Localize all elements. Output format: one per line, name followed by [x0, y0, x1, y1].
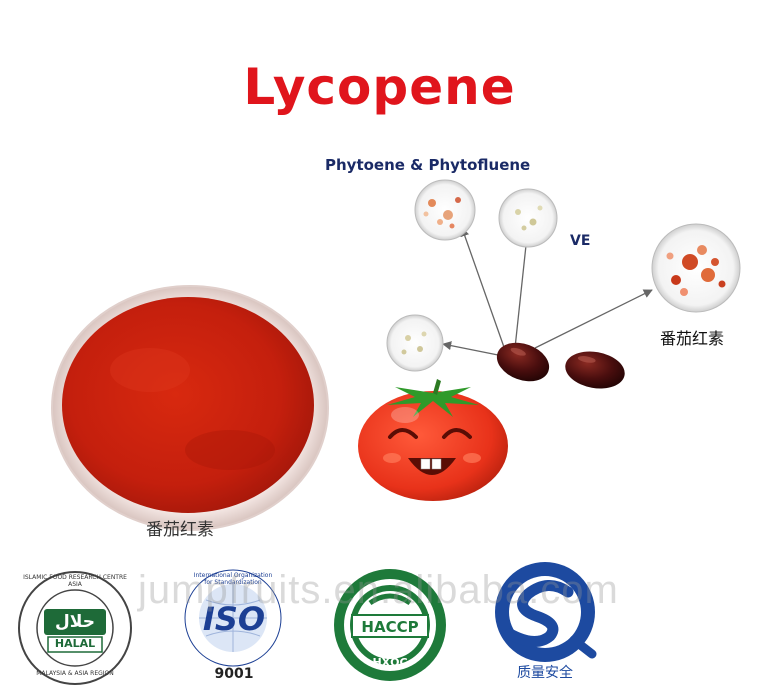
- molecule-circle-phytofluene: [498, 188, 558, 248]
- halal-ring-text: ISLAMIC FOOD RESEARCH CENTRE ASIA: [23, 574, 127, 588]
- halal-bottom-text: MALAYSIA & ASIA REGION: [36, 670, 114, 677]
- qs-label: 质量安全: [517, 665, 573, 681]
- haccp-label: HACCP: [361, 618, 419, 636]
- molecule-circle-ve: [386, 314, 444, 372]
- tomato-character: [358, 379, 508, 501]
- ve-label: VE: [570, 233, 591, 249]
- halal-arabic-text: حلال: [55, 612, 95, 632]
- iso-label: ISO: [202, 600, 266, 638]
- powder-dish: [51, 285, 329, 531]
- molecule-circle-phytoene: [414, 179, 476, 241]
- watermark: jumpfruits.en.alibaba.com: [138, 568, 619, 612]
- halal-logo: [18, 571, 132, 685]
- iso-ring-text: International Organization for Standardi…: [193, 572, 273, 586]
- halal-label: HALAL: [54, 637, 96, 650]
- arrows: [442, 227, 653, 356]
- haccp-bottom: HXQC: [372, 656, 408, 669]
- chinese-label-dish: 番茄红素: [146, 520, 214, 540]
- page-title: Lycopene: [243, 58, 516, 116]
- chinese-label-right: 番茄红素: [660, 329, 725, 348]
- qs-logo: [495, 562, 597, 662]
- subtitle: Phytoene & Phytofluene: [325, 156, 531, 174]
- molecule-circle-lycopene: [651, 223, 741, 313]
- iso-logo: [184, 569, 282, 667]
- capsules: [496, 342, 625, 389]
- iso-number: 9001: [214, 666, 254, 682]
- haccp-logo: [334, 569, 446, 681]
